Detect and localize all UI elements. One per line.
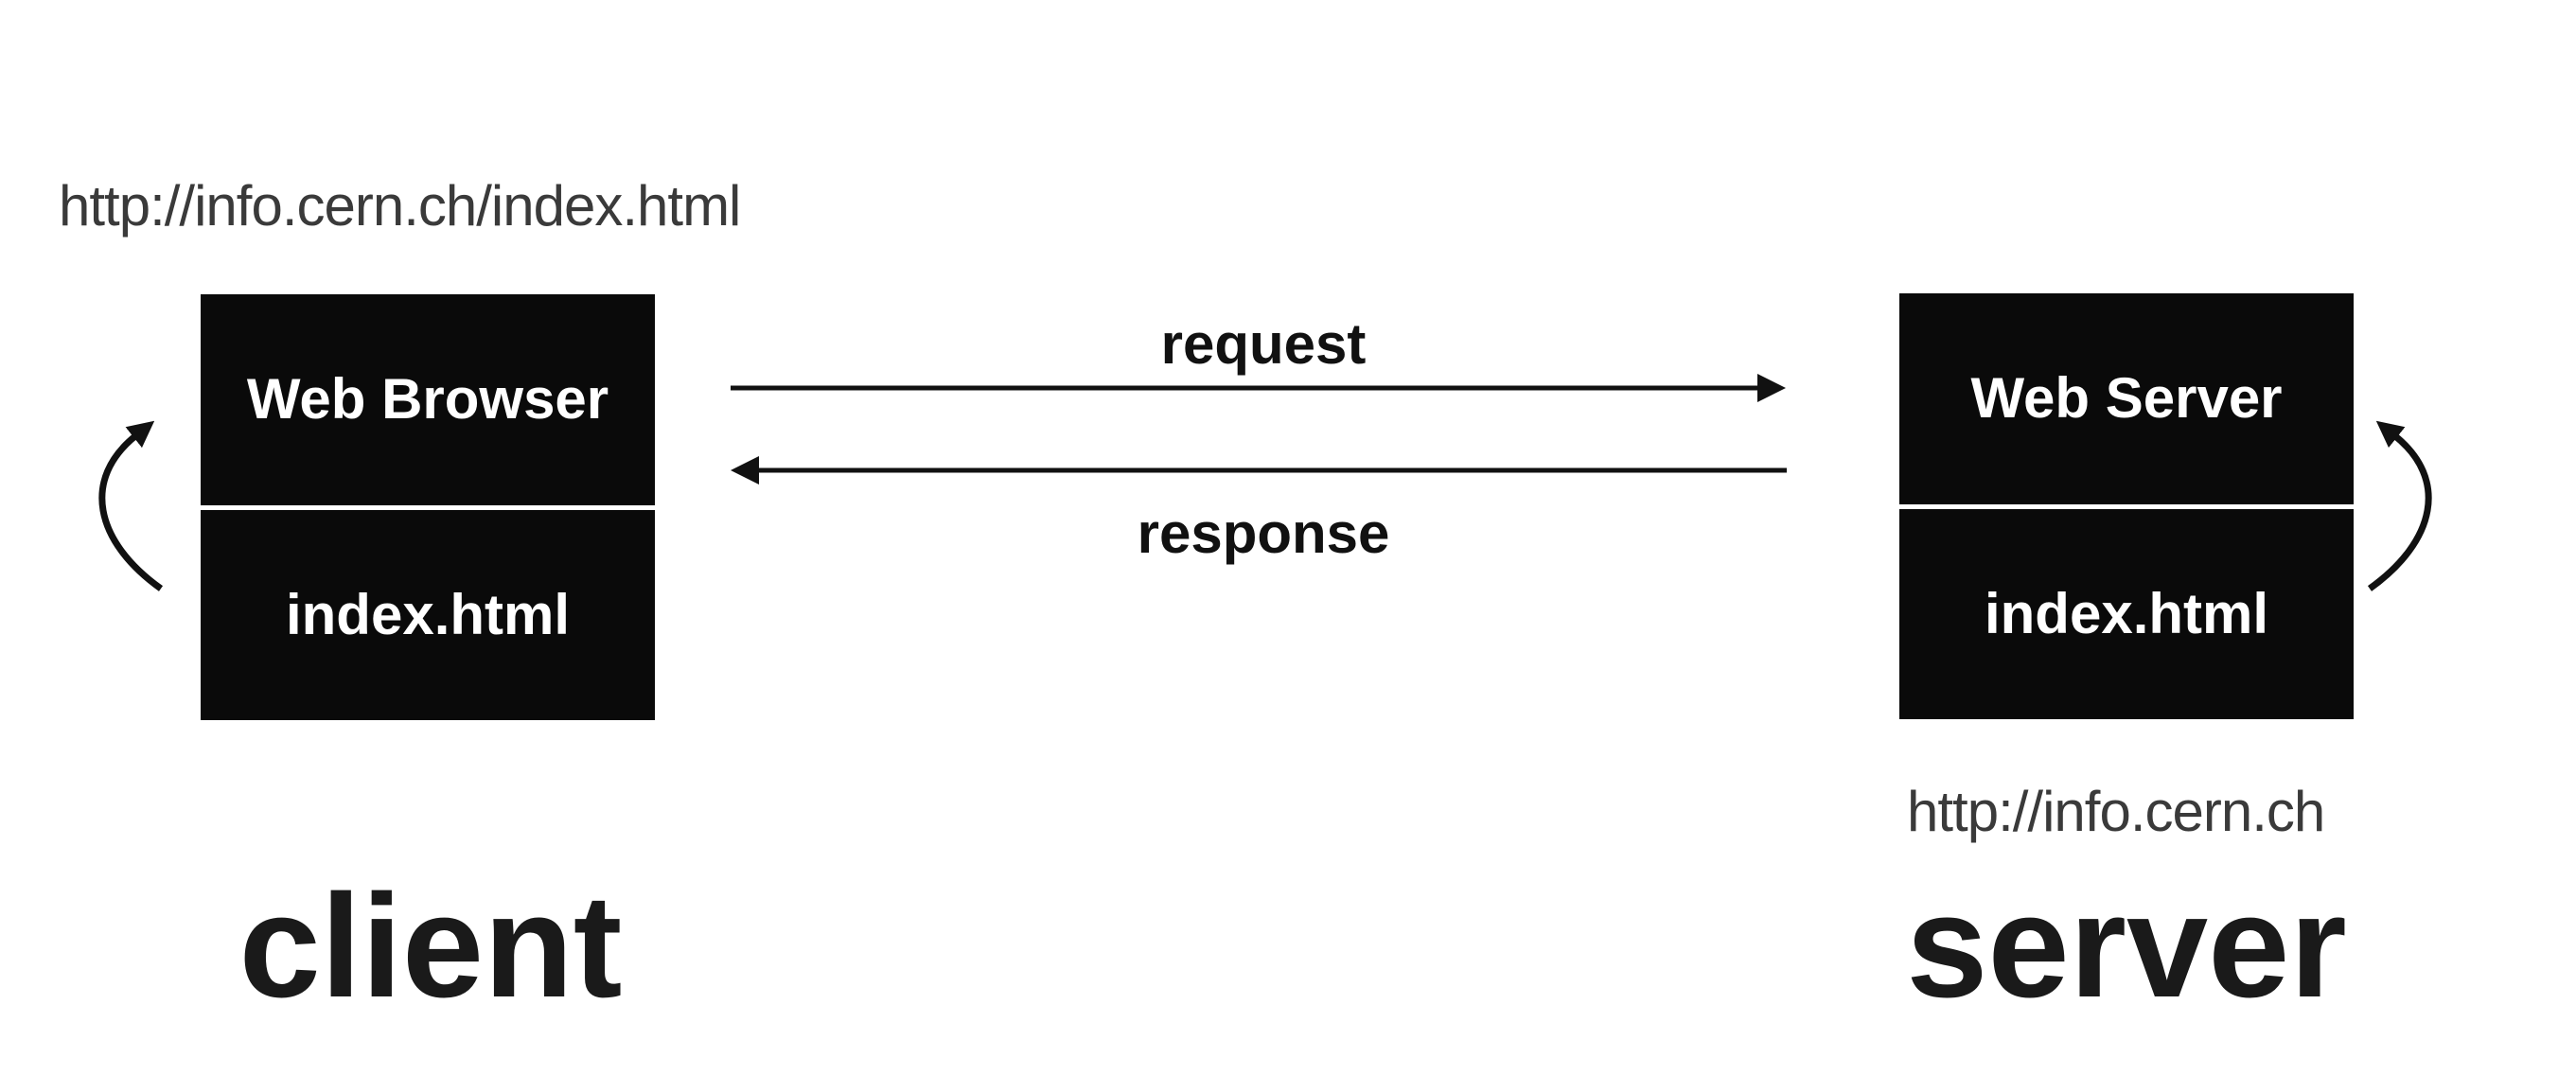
server-box: Web Server index.html: [1899, 293, 2354, 719]
server-url-text: http://info.cern.ch: [1907, 780, 2325, 843]
server-box-file: index.html: [1984, 581, 2269, 645]
client-box-divider: [201, 504, 655, 510]
client-box: Web Browser index.html: [201, 294, 655, 720]
client-box-file: index.html: [285, 582, 571, 646]
client-caption: client: [238, 864, 623, 1028]
server-cycle-arrow-icon: [2367, 420, 2432, 591]
client-box-title: Web Browser: [246, 367, 609, 432]
client-cycle-arrow-icon: [98, 420, 164, 591]
request-label: request: [1160, 312, 1367, 376]
response-label: response: [1137, 502, 1390, 565]
server-box-bottom-section: index.html: [1899, 509, 2354, 720]
server-box-top-section: Web Server: [1899, 293, 2354, 504]
client-box-bottom-section: index.html: [201, 510, 655, 721]
client-url-text: http://info.cern.ch/index.html: [59, 174, 741, 238]
client-box-top-section: Web Browser: [201, 294, 655, 505]
server-caption: server: [1906, 864, 2347, 1028]
server-box-divider: [1899, 503, 2354, 509]
server-box-title: Web Server: [1970, 366, 2283, 431]
